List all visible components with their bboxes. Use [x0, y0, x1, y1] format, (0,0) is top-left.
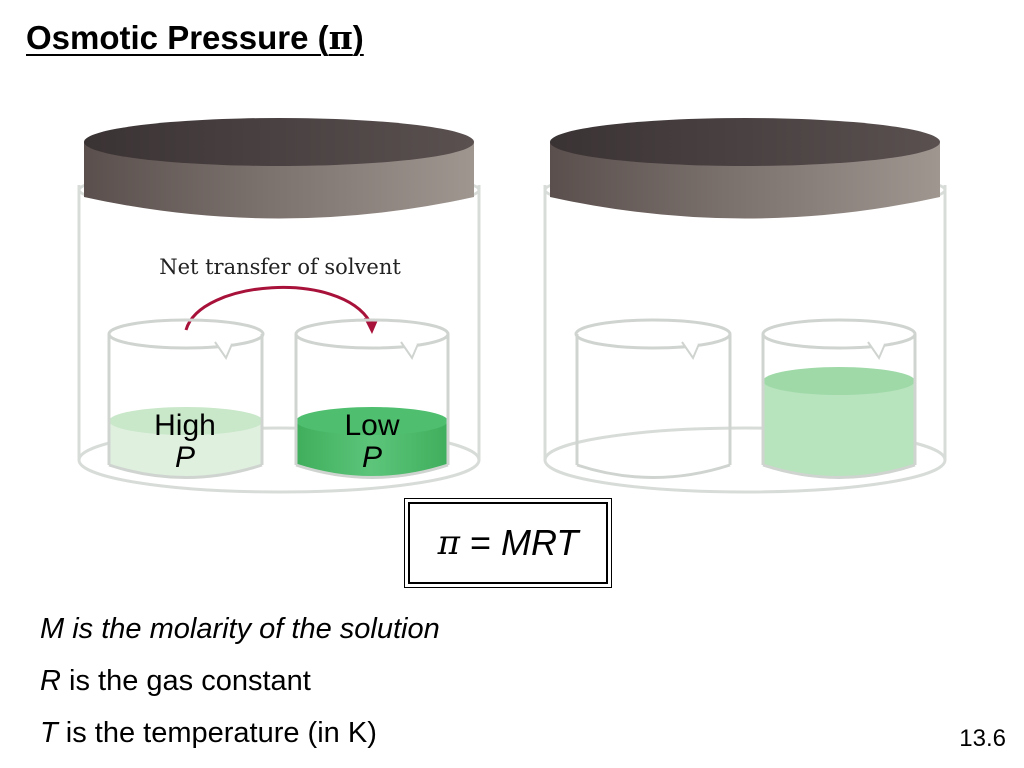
left-beaker — [107, 318, 265, 479]
transfer-caption: Net transfer of solvent — [159, 255, 401, 279]
low-pressure-label: Low P — [312, 410, 432, 474]
right-jar — [543, 118, 947, 494]
jar-lid-top — [84, 118, 474, 166]
high-label-text: High — [154, 409, 216, 442]
definition-text: is the molarity of the solution — [64, 613, 440, 645]
osmosis-illustration: Net transfer of solvent — [77, 118, 947, 494]
equation-pi-symbol: π — [437, 523, 460, 563]
title-close-paren: ) — [352, 19, 364, 56]
equation-equals: = — [470, 522, 492, 563]
left-jar: Net transfer of solvent — [77, 118, 481, 494]
definitions-list: M is the molarity of the solution R is t… — [40, 603, 440, 759]
high-label-variable: P — [174, 441, 195, 474]
slide-title: Osmotic Pressure (π) — [26, 18, 364, 57]
definition-temperature: T is the temperature (in K) — [40, 707, 440, 759]
definition-gas-constant: R is the gas constant — [40, 655, 440, 707]
high-pressure-label: High P — [125, 410, 245, 474]
low-label-text: Low — [344, 409, 400, 442]
definition-text: is the temperature (in K) — [57, 717, 377, 749]
solvent-transfer-arrow — [184, 286, 372, 331]
title-pi-symbol: π — [328, 18, 353, 57]
definition-text: is the gas constant — [60, 665, 311, 697]
definition-molarity: M is the molarity of the solution — [40, 603, 440, 655]
arrow-head — [364, 318, 378, 334]
equation-box: π = MRT — [404, 498, 612, 588]
jar-lid-top — [550, 118, 940, 166]
title-text: Osmotic Pressure ( — [26, 19, 329, 56]
definition-var: R — [40, 665, 61, 697]
right-beaker — [294, 318, 450, 479]
definition-var: M — [40, 613, 65, 645]
low-label-variable: P — [361, 441, 382, 474]
empty-beaker — [574, 318, 732, 479]
definition-var: T — [40, 717, 58, 749]
equation-rhs: MRT — [501, 522, 579, 563]
slide-number: 13.6 — [959, 725, 1006, 752]
filled-beaker — [761, 318, 917, 479]
